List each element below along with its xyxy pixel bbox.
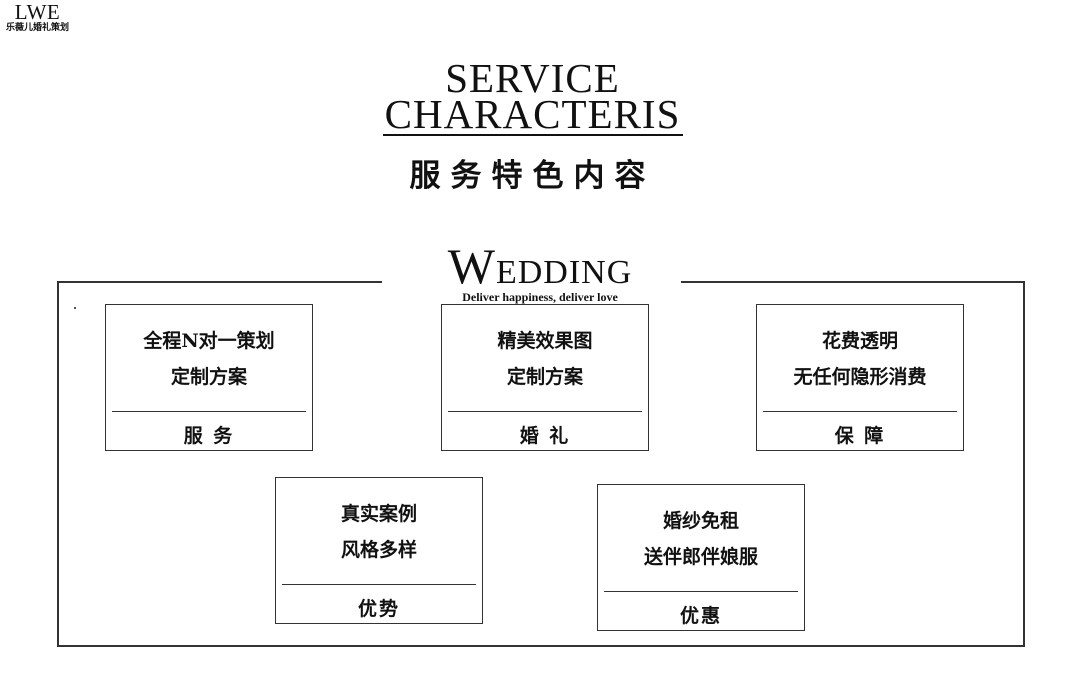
card-body: 花费透明 无任何隐形消费 (757, 305, 963, 403)
brand-logo: LWE 乐薇儿婚礼策划 (6, 2, 69, 33)
card-line: 送伴郎伴娘服 (643, 546, 758, 568)
card-line: 无任何隐形消费 (793, 366, 927, 388)
card-line: 全程N对一策划 (143, 330, 275, 352)
card-footer: 保 障 (834, 425, 886, 447)
card-line: 定制方案 (506, 366, 583, 388)
service-card: 全程N对一策划 定制方案 服 务 (105, 304, 313, 451)
wedding-rest: EDDING (495, 254, 633, 291)
card-footer: 优惠 (679, 605, 722, 627)
wedding-initial: W (447, 238, 496, 294)
card-line: 花费透明 (821, 330, 898, 352)
service-card: 精美效果图 定制方案 婚 礼 (441, 304, 649, 451)
wedding-word: WEDDING (440, 241, 640, 293)
card-line: 风格多样 (340, 539, 417, 561)
service-card: 花费透明 无任何隐形消费 保 障 (756, 304, 964, 451)
card-footer: 优势 (357, 598, 400, 620)
logo-wordmark: LWE (14, 0, 61, 24)
card-line: 精美效果图 (497, 330, 593, 352)
card-line: 婚纱免租 (662, 510, 739, 532)
card-body: 真实案例 风格多样 (276, 478, 482, 576)
frame-top-right-border (681, 281, 1023, 283)
card-line: 真实案例 (340, 503, 417, 525)
card-footer: 服 务 (183, 425, 235, 447)
card-divider (604, 591, 798, 592)
page-title: SERVICE CHARACTERIS (380, 55, 685, 137)
card-body: 婚纱免租 送伴郎伴娘服 (598, 485, 804, 583)
page-subtitle: 服务特色内容 (409, 158, 656, 194)
service-card: 婚纱免租 送伴郎伴娘服 优惠 (597, 484, 805, 631)
frame-dot (74, 307, 76, 309)
frame-top-left-border (57, 281, 382, 283)
card-footer: 婚 礼 (519, 425, 571, 447)
card-divider (282, 584, 476, 585)
card-divider (448, 411, 642, 412)
title-line-2: CHARACTERIS (384, 91, 681, 137)
title-line-1: SERVICE (445, 55, 620, 101)
card-body: 精美效果图 定制方案 (442, 305, 648, 403)
card-divider (112, 411, 306, 412)
service-card: 真实案例 风格多样 优势 (275, 477, 483, 624)
card-body: 全程N对一策划 定制方案 (106, 305, 312, 403)
wedding-emblem: WEDDING Deliver happiness, deliver love (440, 241, 640, 305)
card-divider (763, 411, 957, 412)
cards-frame (57, 281, 1025, 647)
logo-subtitle: 乐薇儿婚礼策划 (6, 23, 70, 33)
card-line: 定制方案 (170, 366, 247, 388)
title-underline (382, 134, 683, 136)
wedding-tagline: Deliver happiness, deliver love (462, 290, 618, 304)
